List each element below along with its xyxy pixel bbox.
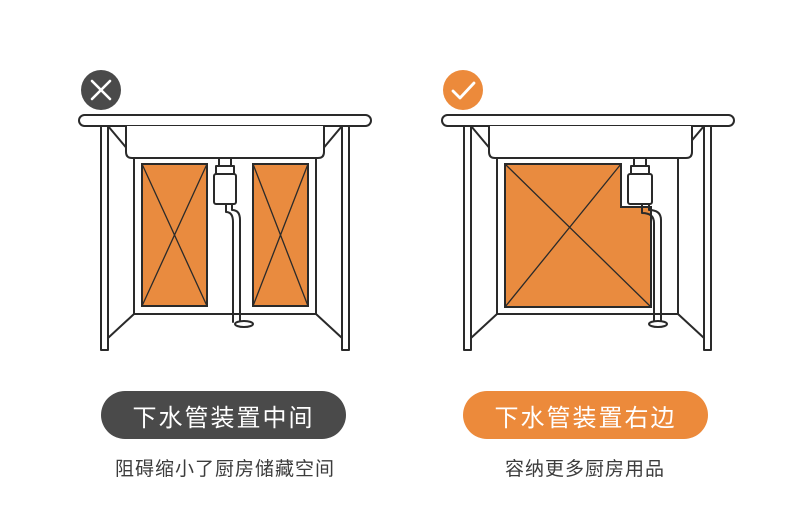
countertop [78, 114, 372, 127]
check-icon [443, 70, 483, 110]
label-pill-good: 下水管装置右边 [463, 391, 708, 439]
cabinet-post-right [341, 125, 350, 351]
cabinet-post-left [100, 125, 109, 351]
storage-box [141, 163, 208, 307]
comparison-illustration: .ln { fill: none; stroke: #2a2a2a; strok… [78, 70, 735, 351]
right-cabinet [441, 70, 735, 351]
sink-basin [125, 126, 325, 159]
countertop [441, 114, 735, 127]
storage-box [504, 163, 652, 308]
caption-bad: 阻碍缩小了厨房储藏空间 [114, 457, 335, 480]
sink-basin [488, 126, 693, 159]
drain-pipe [213, 157, 254, 328]
drain-pipe [627, 157, 668, 328]
x-icon [81, 70, 121, 110]
left-cabinet [78, 70, 372, 351]
storage-box [252, 163, 309, 307]
cabinet-post-right [703, 125, 712, 351]
label-pill-bad: 下水管装置中间 [101, 391, 346, 439]
cabinet-post-left [463, 125, 472, 351]
caption-good: 容纳更多厨房用品 [504, 457, 665, 480]
